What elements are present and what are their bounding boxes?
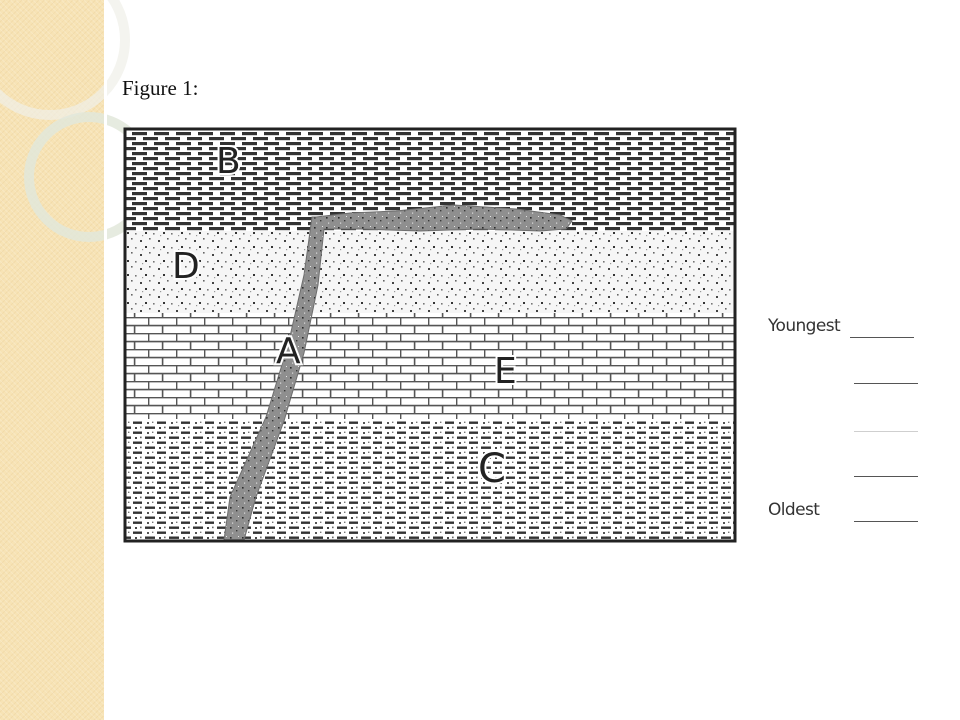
answer-row bbox=[768, 362, 948, 386]
age-order-answer-key: Youngest Oldest bbox=[768, 316, 948, 536]
layer-d-label: D bbox=[172, 246, 200, 287]
layer-c bbox=[126, 419, 734, 540]
layer-e bbox=[126, 313, 734, 419]
answer-row-youngest: Youngest bbox=[768, 316, 948, 340]
decorative-ring bbox=[0, 0, 130, 120]
answer-blank[interactable] bbox=[854, 431, 918, 432]
geologic-cross-section: B D A E C bbox=[123, 127, 737, 543]
answer-blank[interactable] bbox=[854, 476, 918, 477]
oldest-label: Oldest bbox=[768, 500, 820, 520]
answer-blank[interactable] bbox=[854, 521, 918, 522]
layer-d bbox=[126, 231, 734, 313]
cross-section-frame bbox=[123, 127, 737, 543]
answer-blank[interactable] bbox=[854, 383, 918, 384]
layer-e-label: E bbox=[494, 351, 517, 392]
answer-row bbox=[768, 410, 948, 434]
decorative-side-band bbox=[0, 0, 154, 720]
intrusion-a-label: A bbox=[276, 331, 301, 372]
side-band-edge bbox=[104, 0, 107, 720]
intrusion-a bbox=[223, 204, 573, 541]
youngest-label: Youngest bbox=[768, 316, 841, 336]
answer-row-oldest: Oldest bbox=[768, 500, 948, 524]
answer-row bbox=[768, 455, 948, 479]
figure-title: Figure 1: bbox=[122, 76, 199, 100]
layer-b-label: B bbox=[216, 141, 241, 182]
layer-c-label: C bbox=[478, 446, 506, 492]
answer-blank[interactable] bbox=[850, 337, 914, 338]
